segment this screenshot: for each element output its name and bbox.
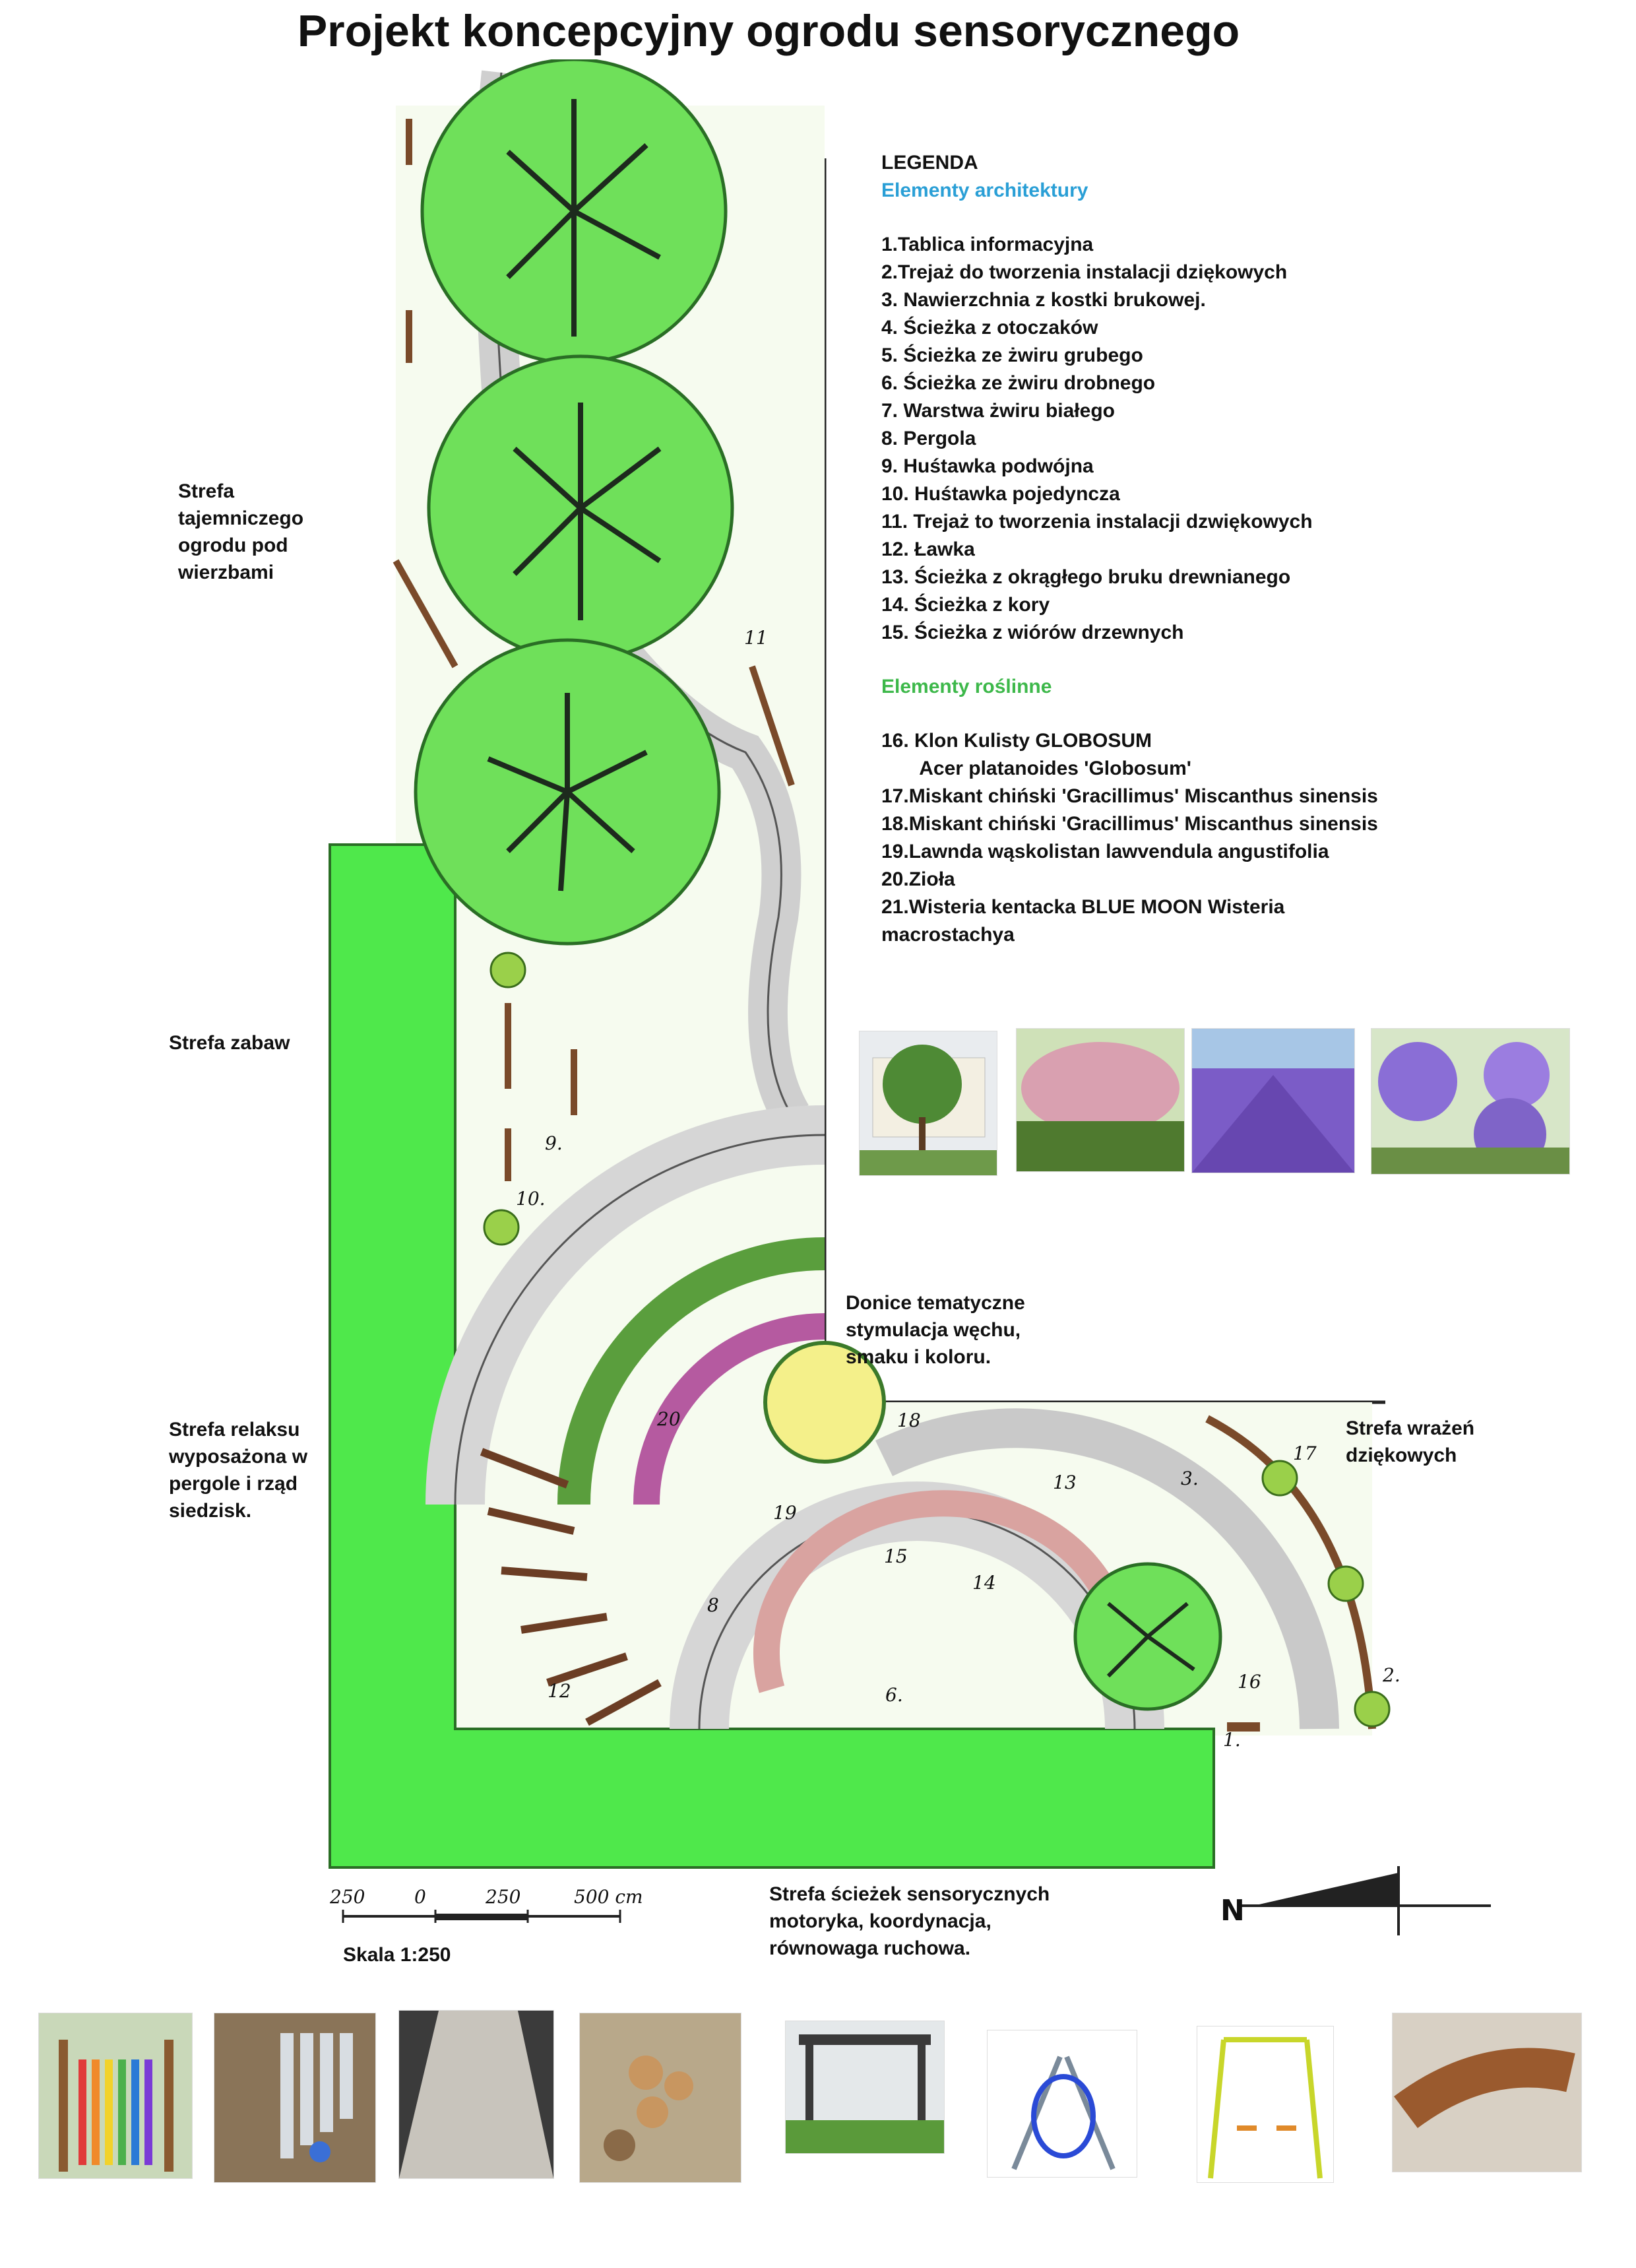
grass-shrubs [483,952,1391,1728]
plan-number: 18 [897,1409,921,1431]
legend-architecture-item: 4. Ścieżka z otoczaków [881,317,1098,339]
legend-architecture-item: 10. Huśtawka pojedyncza [881,483,1120,505]
herb-bed [557,1237,825,1505]
plan-number: 13 [1053,1472,1077,1493]
north-label: N [1220,1894,1245,1928]
wisteria-photo [1371,1028,1570,1175]
legend-architecture-item: 14. Ścieżka z kory [881,594,1050,616]
plan-number: 14 [972,1572,996,1594]
paving-photo [398,2010,554,2179]
legend-plant-item: 21.Wisteria kentacka BLUE MOON Wisteria [881,896,1285,918]
info-board [1227,1722,1260,1732]
plan-number: 3. [1181,1468,1199,1489]
legend-architecture-item: 5. Ścieżka ze żwiru grubego [881,344,1143,366]
legend-architecture-item: 6. Ścieżka ze żwiru drobnego [881,372,1156,394]
legend-plant-item: 18.Miskant chiński 'Gracillimus' Miscant… [881,813,1378,835]
plan-number: 8 [707,1594,719,1616]
zone-relax-label: Strefa relaksu wyposażona w pergole i rz… [169,1419,308,1522]
legend-architecture-item: 12. Ławka [881,538,975,560]
zone-paths-label: Strefa ścieżek sensorycznych motoryka, k… [769,1883,1050,1959]
legend-architecture-list: 1.Tablica informacyjna 2.Trejaż do tworze… [881,231,1422,647]
maple-tree-photo [859,1031,997,1176]
pergola [480,1448,662,1726]
scale-tick: 250 [330,1886,365,1908]
tree-3 [414,638,721,946]
plan-number: 17 [1293,1442,1317,1464]
plan-number: 20 [657,1408,681,1430]
sound-pipes-photo [214,2013,376,2183]
legend-plant-item: 16. Klon Kulisty GLOBOSUM [881,730,1152,752]
legend-plant-item: Acer platanoides 'Globosum' [881,758,1191,779]
legend-heading: LEGENDA [881,152,978,174]
wood-chip-path [753,1490,1128,1693]
lavender-bed [633,1313,825,1505]
plan-number: 1. [1223,1729,1241,1751]
plan-number: 16 [1238,1671,1261,1693]
legend-plant-item: macrostachya [881,924,1015,946]
lavender-field-photo [1191,1028,1355,1173]
legend-plants-heading: Elementy roślinne [881,676,1052,697]
legend: LEGENDA Elementy architektury 1.Tablica … [881,149,1422,949]
plan-number: 2. [1383,1664,1400,1686]
trellis-arc [1205,1415,1376,1730]
legend-architecture-item: 1.Tablica informacyjna [881,234,1094,255]
legend-architecture-item: 15. Ścieżka z wiórów drzewnych [881,622,1184,643]
zone-planters-label: Donice tematyczne stymulacja węchu, smak… [846,1292,1025,1368]
plan-number: 6. [885,1684,903,1706]
legend-architecture-item: 2.Trejaż do tworzenia instalacji dzięko­… [881,261,1288,283]
outer-arc-path [875,1408,1339,1730]
legend-architecture-item: 3. Nawierzchnia z kostki brukowej. [881,289,1206,311]
legend-architecture-item: 13. Ścieżka z okrągłego bruku drewnianeg… [881,566,1291,588]
plan-number: 19 [773,1502,797,1524]
curved-bench-photo [1392,2013,1582,2172]
sound-trellis [393,119,795,787]
scale-label: Skala 1:250 [343,1944,451,1966]
plan-number: 12 [548,1680,571,1702]
legend-plant-item: 17.Miskant chiński 'Gracillimus' Miscant… [881,785,1378,807]
pergola-photo [785,2021,945,2154]
legend-plant-item: 19.Lawnda wąskolistan lawvendula angusti… [881,841,1329,862]
page-title: Projekt koncepcyjny ogrodu sensorycznego [297,6,1240,56]
chime-installation-photo [38,2013,193,2179]
miscanthus-photo [1016,1028,1185,1172]
zone-thanks-label: Strefa wrażeń dziękowych [1346,1417,1475,1466]
site-plan [329,59,1391,1869]
wood-cobble-path-photo [579,2013,741,2183]
plan-number: 9. [545,1132,563,1154]
swings [505,1003,577,1181]
legend-plants-list: 16. Klon Kulisty GLOBOSUM Acer platanoid… [881,727,1422,949]
legend-architecture-item: 11. Trejaż to tworzenia instalacji dzwię… [881,511,1313,533]
scale-tick: 250 [486,1886,521,1908]
double-swing-seat-photo [987,2030,1137,2178]
plan-number: 15 [884,1545,908,1567]
north-arrow [1240,1866,1491,1935]
plan-number: 10. [516,1188,546,1210]
scale-tick: 500 cm [574,1886,643,1908]
legend-architecture-item: 8. Pergola [881,428,976,449]
scale-bar [342,1910,621,1923]
legend-architecture-item: 7. Warstwa żwiru białego [881,400,1115,422]
tree-4 [1073,1562,1222,1711]
zone-play-label: Strefa zabaw [169,1032,290,1054]
swing-set-photo [1197,2026,1334,2183]
tree-2 [427,354,734,662]
center-planter [763,1341,886,1464]
scale-tick: 0 [414,1886,426,1908]
tree-1 [420,59,728,365]
legend-architecture-item: 9. Huśtawka podwójna [881,455,1094,477]
zone-secret-garden-label: Strefa tajemniczego ogrodu pod wierzbami [178,480,304,583]
plan-number: 11 [744,627,768,649]
legend-architecture-heading: Elementy architektury [881,179,1088,201]
legend-plant-item: 20.Zioła [881,868,955,890]
